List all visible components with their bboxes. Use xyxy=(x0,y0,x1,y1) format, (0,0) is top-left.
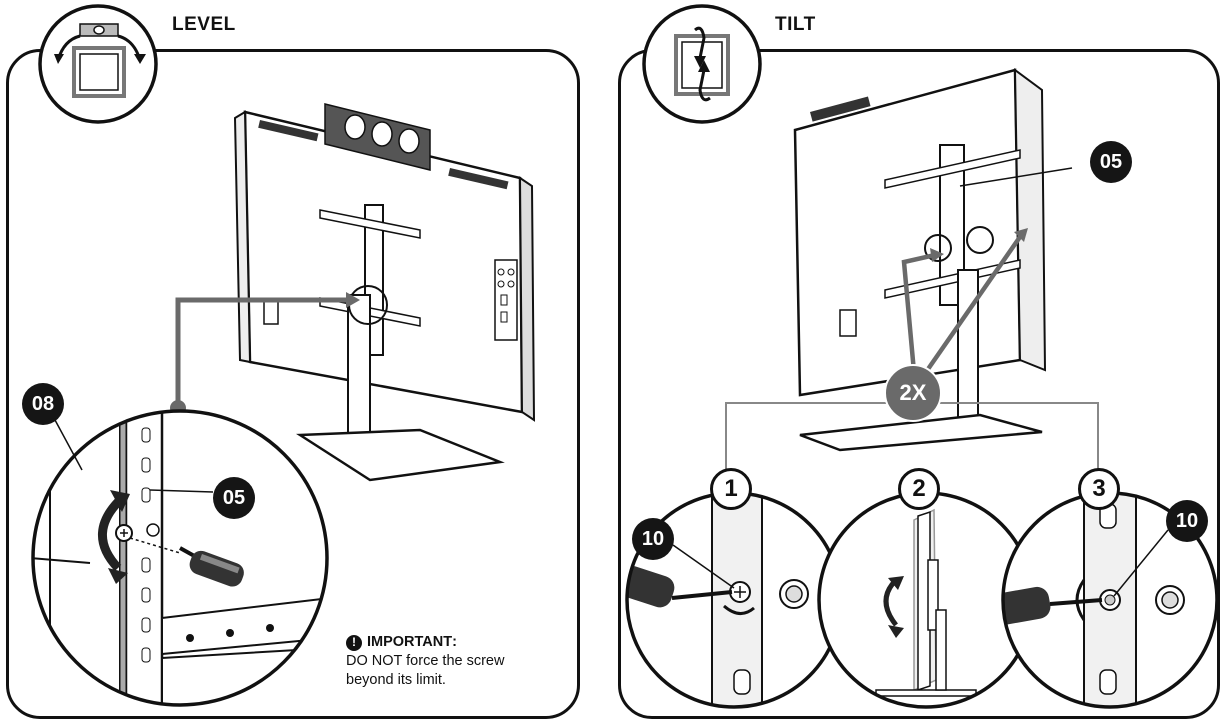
important-note: ! IMPORTANT: DO NOT force the screw beyo… xyxy=(346,633,546,690)
monitor-illustration xyxy=(233,103,536,482)
level-rotate-icon xyxy=(38,4,158,124)
level-detail-circle xyxy=(31,409,329,707)
tilt-icon xyxy=(642,4,762,124)
part-badge-05-right: 05 xyxy=(1090,141,1132,183)
step-2-number: 2 xyxy=(898,468,940,510)
step-3-number: 3 xyxy=(1078,468,1120,510)
note-line-2: beyond its limit. xyxy=(346,672,446,688)
step-1-detail xyxy=(625,491,843,709)
note-colon: : xyxy=(452,634,457,650)
part-badge-10-step3: 10 xyxy=(1166,500,1208,542)
exclamation-icon: ! xyxy=(346,634,362,651)
part-badge-10-step1: 10 xyxy=(632,518,674,560)
part-badge-05-left: 05 xyxy=(213,477,255,519)
note-heading: IMPORTANT xyxy=(367,634,453,650)
note-line-1: DO NOT force the screw xyxy=(346,653,505,669)
step-1-number: 1 xyxy=(710,468,752,510)
count-badge-2x: 2X xyxy=(884,364,942,422)
monitor-illustration-tilt xyxy=(793,67,1047,452)
tilt-title: TILT xyxy=(775,14,816,35)
level-title: LEVEL xyxy=(172,14,236,35)
part-badge-08: 08 xyxy=(22,383,64,425)
step-2-detail xyxy=(817,491,1035,709)
